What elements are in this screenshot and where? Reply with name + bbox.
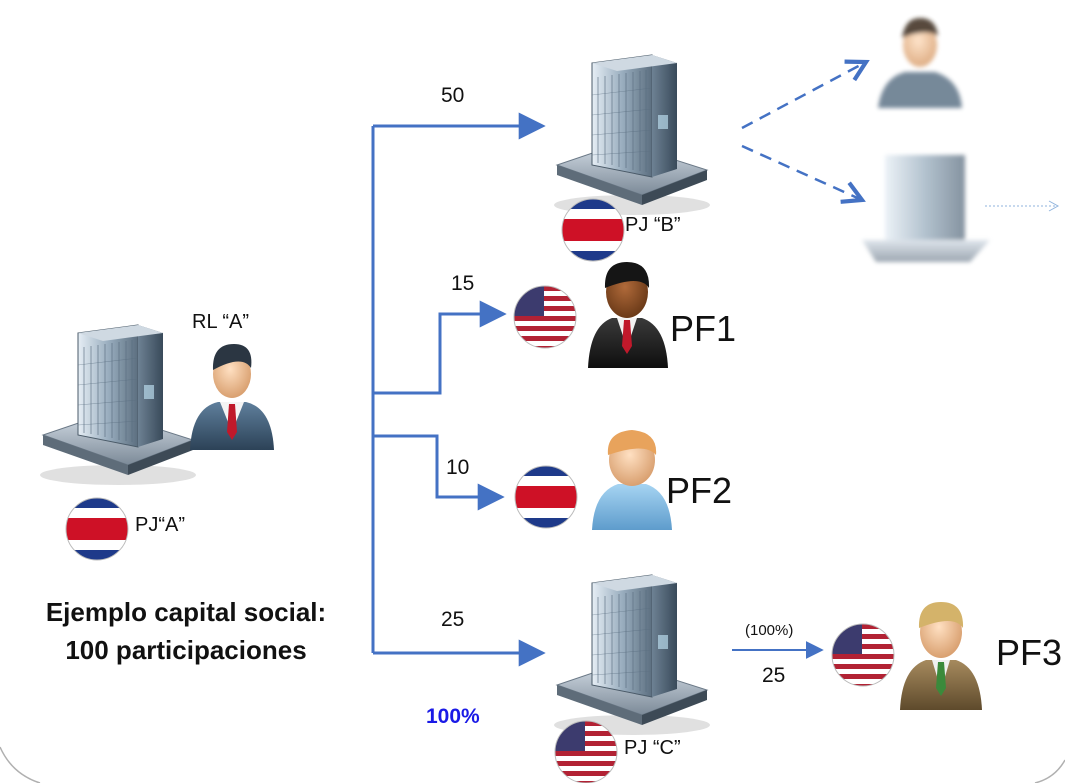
edge-to-pf1 xyxy=(373,300,507,395)
pf2-person-icon xyxy=(592,430,672,530)
frame-left xyxy=(0,746,41,783)
pj-b-building-icon xyxy=(553,54,711,216)
blurred-person-icon xyxy=(878,18,962,108)
pf2-label: PF2 xyxy=(666,470,733,511)
caption-line-2: 100 participaciones xyxy=(65,635,307,665)
pf1-usa-flag-icon xyxy=(513,285,577,349)
edge-label-to-pf1: 15 xyxy=(451,272,475,295)
pf3-label: PF3 xyxy=(996,632,1063,673)
pf3-person-icon xyxy=(900,602,982,710)
pj-c-label: PJ “C” xyxy=(624,737,681,759)
edge-to-pf2 xyxy=(373,434,505,511)
pf1-person-icon xyxy=(588,262,668,368)
blurred-building-icon xyxy=(862,155,990,262)
pf1-label: PF1 xyxy=(670,308,737,349)
pf2-costa-rica-flag-icon xyxy=(514,465,578,529)
pj-c-usa-flag-icon xyxy=(554,720,618,783)
pj-b-label: PJ “B” xyxy=(625,214,681,236)
edge-label-to-pj-b: 50 xyxy=(441,84,465,107)
rl-a-person-icon xyxy=(190,344,274,450)
pj-a-label: PJ“A” xyxy=(135,514,185,536)
edge-label-to-pj-c: 25 xyxy=(441,608,465,631)
dashed-edge-to-blurred-building xyxy=(741,144,862,200)
edge-label-c-to-pf3: 25 xyxy=(762,664,786,687)
pj-b-costa-rica-flag-icon xyxy=(561,198,625,262)
edge-label-to-pf2: 10 xyxy=(446,456,470,479)
pj-c-building-icon xyxy=(553,574,711,736)
pj-a-building-icon xyxy=(39,324,197,486)
dashed-edge-to-blurred-person xyxy=(741,62,866,130)
edge-label-c-to-pf3-pct: (100%) xyxy=(745,622,794,639)
total-percentage: 100% xyxy=(426,705,480,728)
pj-a-costa-rica-flag-icon xyxy=(65,497,129,561)
frame-right xyxy=(1034,759,1065,783)
rl-a-label: RL “A” xyxy=(192,311,250,333)
pf3-usa-flag-icon xyxy=(831,623,895,687)
caption-line-1: Ejemplo capital social: xyxy=(45,597,327,627)
